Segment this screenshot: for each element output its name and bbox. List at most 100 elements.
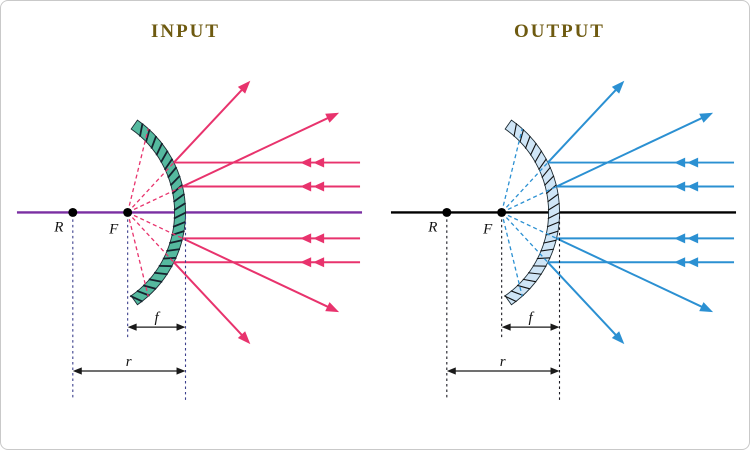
incoming-ray-arrowhead [674,181,686,192]
mirror-hatch-tick [546,221,560,228]
incoming-ray-arrowhead [313,181,325,192]
reflected-ray [182,237,335,311]
incoming-ray-arrowhead [313,257,325,268]
focal-dashed-ray [127,185,183,214]
reflected-ray-arrowhead [611,80,625,94]
light-rays [547,80,735,345]
dimension-r: r [72,354,186,375]
incoming-ray-arrowhead [687,257,699,268]
mirror-hatch-tick [541,166,551,178]
mirror-hatch-tick [503,295,517,303]
mirror-hatch-tick [145,129,151,143]
light-rays [173,80,361,345]
incoming-ray-arrowhead [300,157,312,168]
mirror-hatch-tick [142,284,157,290]
mirror-hatch-tick [173,193,186,203]
mirror-hatch-tick [172,220,186,228]
dimension-r-arrow-right [176,367,186,375]
incoming-ray-arrowhead [300,233,312,244]
reflected-ray-arrowhead [237,331,251,345]
point-R [68,207,78,217]
reflected-ray-arrowhead [611,331,625,345]
mirror-hatch-tick [153,271,168,276]
incoming-ray-arrowhead [674,233,686,244]
mirror-hatch-tick [529,142,537,156]
mirror-hatch-tick [148,278,163,283]
mirror-hatch-tick [519,129,525,143]
dimension-f-arrow-left [127,323,137,331]
label-f: f [529,310,535,326]
mirror-hatch-tick [543,239,557,244]
label-f: f [155,310,161,326]
point-R [442,207,452,217]
dimension-r-arrow-left [446,367,456,375]
mirror-hatch-tick [536,257,551,260]
mirror-hatch-tick [169,239,183,245]
mirror-hatch-tick [173,211,187,220]
reflected-ray-arrowhead [237,80,251,94]
incoming-ray-arrowhead [313,233,325,244]
dimension-f: f [127,310,186,331]
mirror-hatch-tick [528,272,542,275]
focal-dashed-ray [501,162,549,213]
focal-dashed-rays [127,128,183,297]
mirror-hatch-tick [538,158,547,171]
mirror-hatch-tick [545,184,557,195]
incoming-ray-arrowhead [300,181,312,192]
label-r: r [126,354,132,370]
focal-dashed-ray [127,211,183,239]
focal-dashed-ray [501,185,557,214]
reflected-ray [173,261,247,341]
mirror-hatch-tick [129,294,143,303]
mirror-hatch-tick [534,150,543,163]
focal-dashed-ray [501,212,523,297]
mirror-hatch-tick [166,248,181,252]
dimension-r: r [446,354,560,375]
reflected-ray-arrowhead [325,302,340,313]
reflected-ray-arrowhead [325,112,340,123]
mirror-hatch-tick [173,202,187,211]
dimension-f-arrow-left [501,323,511,331]
dimension-f-arrow-right [550,323,560,331]
mirror-hatch-tick [167,166,178,179]
panel-input: INPUT R F f r [16,21,363,400]
incoming-ray-arrowhead [674,157,686,168]
mirror-hatch-tick [150,135,158,150]
mirror-hatch-tick [544,175,555,186]
point-F [497,207,507,217]
incoming-ray-arrowhead [687,233,699,244]
reflected-ray [173,84,247,164]
mirror-hatch-tick [160,150,169,163]
focal-dashed-ray [127,128,149,213]
mirror-hatch-tick [169,175,181,187]
reflected-ray [547,84,621,164]
dimension-f: f [501,310,560,331]
focal-dashed-ray [127,212,149,297]
incoming-ray-arrowhead [687,157,699,168]
label-R: R [53,219,63,235]
mirror-hatch-tick [540,248,554,252]
focal-dashed-ray [501,211,549,263]
panel-title: INPUT [151,21,220,42]
mirror-hatch-tick [171,184,184,195]
label-F: F [108,221,119,237]
point-F [123,207,133,217]
reflected-ray [547,261,621,341]
focal-dashed-ray [501,128,523,213]
mirror-hatch-tick [547,211,561,220]
mirror-hatch-tick [513,123,518,137]
mirror-hatch-tick [547,193,559,203]
mirror-hatch-tick [516,284,531,290]
incoming-ray-arrowhead [313,157,325,168]
dimension-r-arrow-left [72,367,82,375]
dimension-f-arrow-right [176,323,186,331]
reflected-ray [556,237,709,311]
mirror-hatch-tick [163,158,174,171]
incoming-ray-arrowhead [687,181,699,192]
mirror-hatch-tick [522,278,537,283]
mirror-hatch-tick [139,123,144,137]
panel-title: OUTPUT [514,21,605,42]
reflected-ray [556,114,709,188]
label-r: r [500,354,506,370]
